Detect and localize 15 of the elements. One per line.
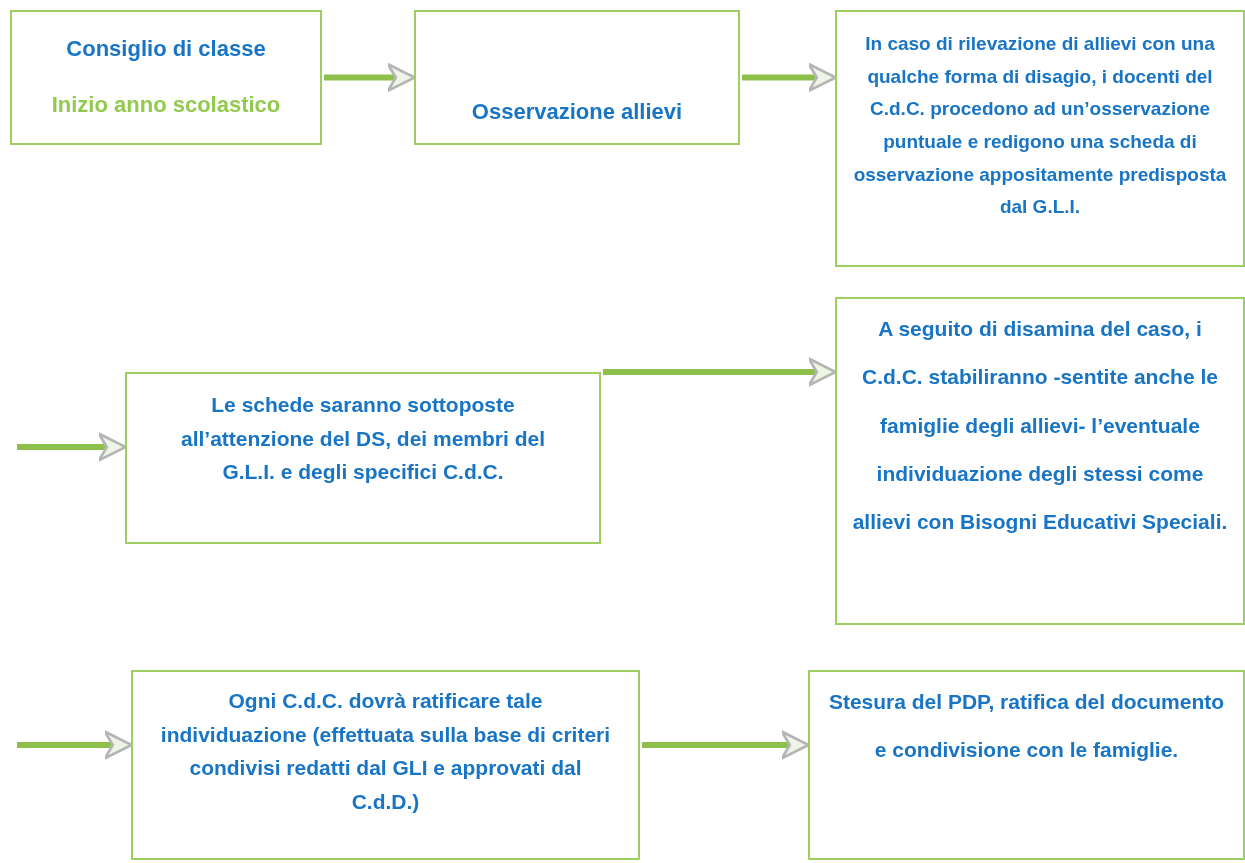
box-text: Ogni C.d.C. dovrà ratificare tale individuazione (effettuata sulla base di criteri condivisi redatti dal GLI e approvati dal C.d.D.) xyxy=(159,688,612,815)
process-box xyxy=(808,670,1245,860)
process-box xyxy=(10,10,322,145)
box-text: Le schede saranno sottoposte all’attenzione del DS, dei membri del G.L.I. e degli specifici C.d.C. xyxy=(179,392,547,486)
box-text: A seguito di disamina del caso, i C.d.C. stabiliranno -sentite anche le famiglie degli allievi- l’eventuale individuazione degli stessi come allievi con Bisogni Educativi Speciali. xyxy=(851,316,1229,536)
box-text: Stesura del PDP, ratifica del documento e condivisione con le famiglie. xyxy=(827,689,1226,764)
box-heading: Consiglio di classe xyxy=(66,35,266,64)
process-box xyxy=(131,670,640,860)
process-box xyxy=(835,10,1245,267)
box-text: Osservazione allievi xyxy=(471,98,683,127)
box-text: In caso di rilevazione di allievi con una qualche forma di disagio, i docenti del C.d.C. procedono ad un’osservazione puntuale e redigono una scheda di osservazione appositamente predisposta dal G.L.I. xyxy=(852,32,1228,220)
box-text: Inizio anno scolastico xyxy=(51,90,281,119)
process-box xyxy=(125,372,601,544)
process-box xyxy=(414,10,740,145)
process-box xyxy=(835,297,1245,625)
